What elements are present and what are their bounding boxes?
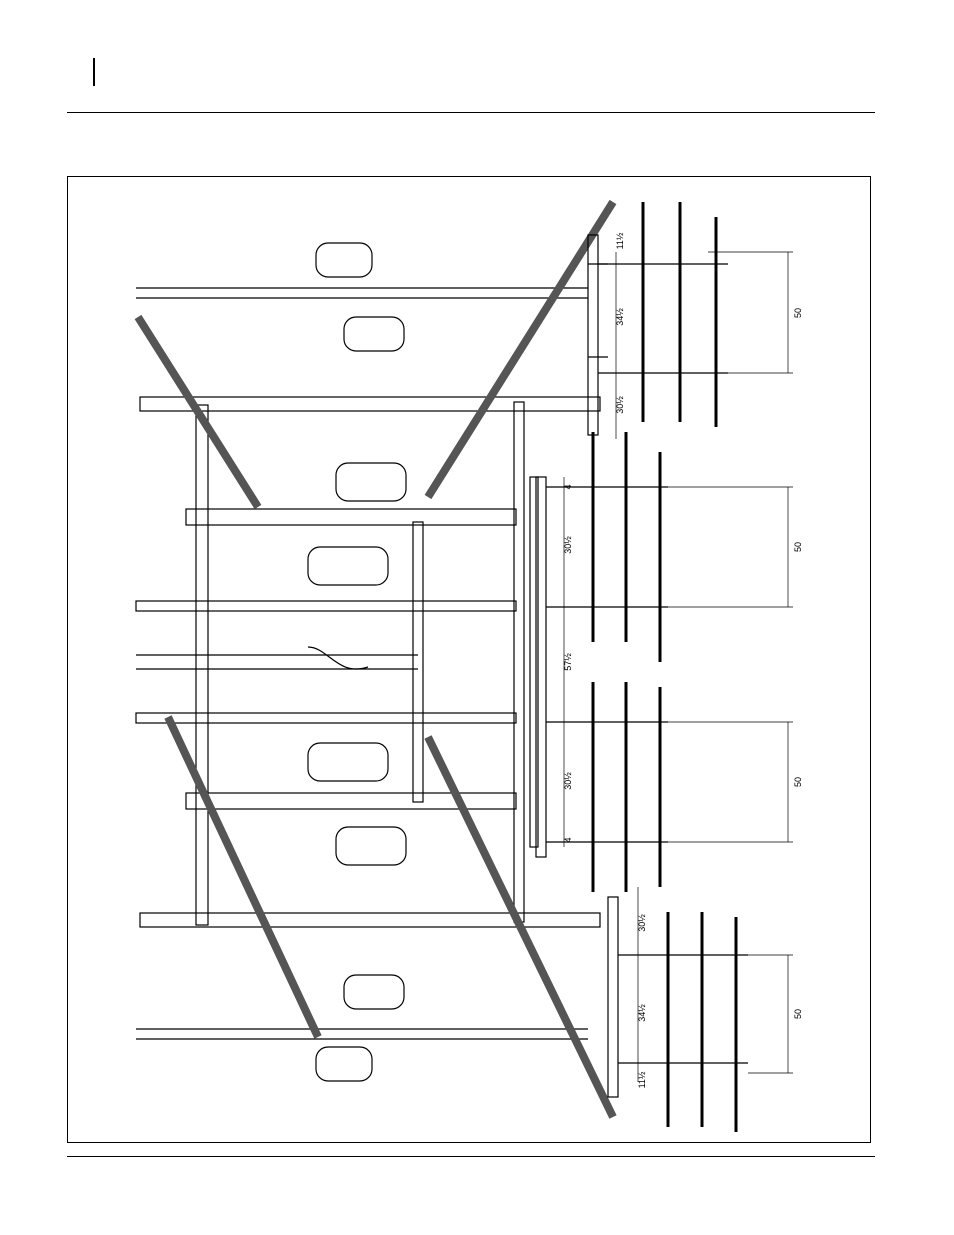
dimension-label: 30½ [563, 772, 573, 790]
hitch-spring [308, 647, 368, 669]
frame-beam [186, 793, 516, 809]
disc-gang [168, 717, 318, 1037]
frame-rail [514, 402, 524, 922]
gauge-wheel [308, 743, 388, 781]
disc-gang [138, 317, 258, 507]
transport-wheel [344, 317, 404, 351]
dimension-label: 34½ [637, 1004, 647, 1022]
figure-frame: 50 50 50 50 11½ 34½ 30½ 4 30½ 57½ 30½ 4 … [67, 176, 871, 1143]
dimension-label: 57½ [563, 653, 573, 671]
transport-wheel [316, 1047, 372, 1081]
frame-rail [413, 522, 423, 802]
frame-rail [530, 477, 538, 847]
dimension-label: 50 [793, 308, 803, 318]
header-rule [67, 112, 875, 113]
gauge-wheel [308, 547, 388, 585]
dimension-label: 34½ [615, 308, 625, 326]
dimension-label: 50 [793, 777, 803, 787]
header-marker [93, 58, 95, 86]
implement-top-view-drawing: 50 50 50 50 11½ 34½ 30½ 4 30½ 57½ 30½ 4 … [68, 177, 871, 1143]
dimension-label: 50 [793, 1009, 803, 1019]
frame-beam [186, 509, 516, 525]
frame-beam [136, 713, 516, 723]
gauge-wheel [336, 463, 406, 501]
dimension-label: 30½ [637, 914, 647, 932]
harrow-toolbar [588, 235, 598, 435]
dimension-label: 30½ [615, 396, 625, 414]
harrow-toolbar [608, 897, 618, 1097]
dimension-label: 30½ [563, 536, 573, 554]
dimension-label: 50 [793, 542, 803, 552]
transport-wheel [316, 243, 372, 277]
dimension-label: 11½ [615, 232, 625, 249]
gauge-wheel [336, 827, 406, 865]
transport-wheel [344, 975, 404, 1009]
frame-beam [136, 601, 516, 611]
frame-rail [196, 405, 208, 925]
dimension-label: 11½ [637, 1071, 647, 1088]
dimension-label: 4 [563, 837, 573, 842]
frame-beam [140, 913, 600, 927]
footer-rule [67, 1156, 875, 1157]
dimension-label: 4 [563, 484, 573, 489]
disc-gang [428, 202, 613, 497]
frame-beam [140, 397, 600, 411]
